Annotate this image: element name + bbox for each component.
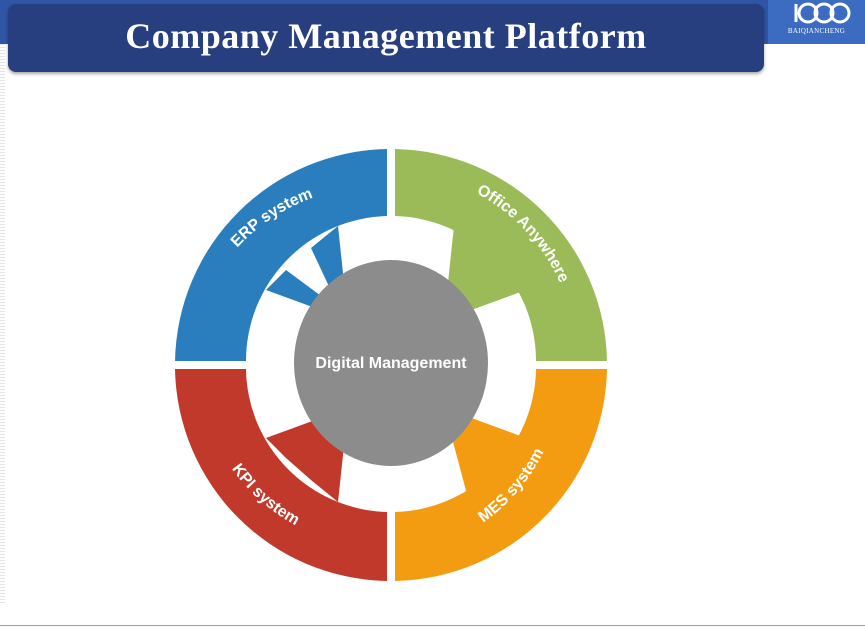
- center-circle: [294, 260, 488, 466]
- segment-mes: [395, 369, 607, 581]
- rings-logo-icon: [794, 2, 851, 24]
- left-dotted-margin: [0, 44, 5, 604]
- segment-kpi: [175, 369, 387, 581]
- logo-caption: BAIQIANCHENG: [787, 27, 846, 35]
- footer-line: [0, 625, 865, 626]
- title-banner: Company Management Platform: [8, 4, 764, 72]
- arrow-mes: [444, 408, 526, 502]
- segment-erp: [175, 149, 387, 361]
- center-label: Digital Management: [315, 355, 467, 372]
- company-logo: BAIQIANCHENG: [768, 0, 865, 44]
- page-title: Company Management Platform: [125, 16, 647, 56]
- arrow-erp: [266, 226, 348, 320]
